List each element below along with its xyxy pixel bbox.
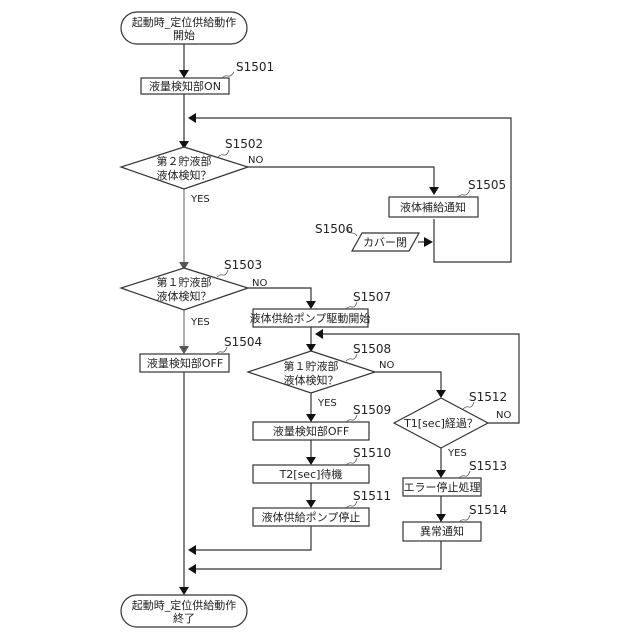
process-s1514: 異常通知 S1514 bbox=[403, 503, 507, 541]
s1502-no-label: NO bbox=[248, 155, 263, 166]
process-s1510: T2[sec]待機 S1510 bbox=[253, 446, 391, 483]
process-s1507: 液体供給ポンプ駆動開始 S1507 bbox=[250, 290, 391, 327]
s1512-step-id: S1512 bbox=[469, 390, 507, 404]
s1507-text: 液体供給ポンプ駆動開始 bbox=[250, 311, 371, 325]
s1501-step-id: S1501 bbox=[236, 60, 274, 74]
arrowhead bbox=[436, 390, 446, 398]
s1509-step-id: S1509 bbox=[353, 403, 391, 417]
arrowhead bbox=[188, 113, 196, 123]
arrowhead bbox=[306, 414, 316, 422]
s1512-text: T1[sec]経過？ bbox=[403, 417, 478, 430]
s1504-text: 液量検知部OFF bbox=[147, 356, 223, 370]
arrowhead bbox=[188, 564, 196, 574]
s1508-no-label: NO bbox=[379, 360, 394, 371]
start-terminal: 起動時_定位供給動作 開始 bbox=[121, 12, 247, 44]
s1503-line1: 第１貯液部 bbox=[157, 275, 212, 289]
arrowhead bbox=[179, 70, 189, 78]
s1511-step-id: S1511 bbox=[353, 489, 391, 503]
s1503-yes-label: YES bbox=[190, 317, 210, 328]
arrowhead bbox=[315, 329, 323, 339]
arrowhead bbox=[424, 237, 433, 247]
s1513-step-id: S1513 bbox=[469, 459, 507, 473]
s1503-no-label: NO bbox=[252, 278, 267, 289]
s1513-text: エラー停止処理 bbox=[404, 480, 481, 494]
arrowhead bbox=[306, 457, 316, 465]
decision-s1503: 第１貯液部 液体検知？ S1503 NO YES bbox=[121, 258, 267, 328]
s1508-line2: 液体検知？ bbox=[284, 373, 339, 387]
connector-s1511-end bbox=[192, 526, 311, 550]
arrowhead bbox=[436, 514, 446, 522]
end-label-line1: 起動時_定位供給動作 bbox=[132, 598, 237, 612]
s1510-step-id: S1510 bbox=[353, 446, 391, 460]
process-s1513: エラー停止処理 S1513 bbox=[403, 459, 507, 496]
process-s1501: 液量検知部ON S1501 bbox=[141, 60, 274, 94]
s1504-step-id: S1504 bbox=[224, 335, 262, 349]
decision-s1512: T1[sec]経過？ S1512 NO YES bbox=[394, 390, 511, 459]
s1502-yes-label: YES bbox=[190, 194, 210, 205]
end-label-line2: 終了 bbox=[173, 611, 195, 625]
connector-s1508-no bbox=[375, 372, 441, 392]
s1502-line2: 液体検知？ bbox=[157, 168, 212, 182]
s1503-line2: 液体検知？ bbox=[157, 289, 212, 303]
s1501-text: 液量検知部ON bbox=[149, 79, 221, 93]
s1509-text: 液量検知部OFF bbox=[273, 424, 349, 438]
s1512-yes-label: YES bbox=[447, 448, 467, 459]
arrowhead bbox=[306, 500, 316, 508]
s1505-step-id: S1505 bbox=[468, 178, 506, 192]
s1508-line1: 第１貯液部 bbox=[284, 359, 339, 373]
arrowhead bbox=[179, 346, 189, 354]
connector-s1503-no bbox=[248, 288, 311, 303]
s1514-text: 異常通知 bbox=[420, 524, 464, 538]
arrowhead bbox=[306, 301, 316, 309]
s1514-step-id: S1514 bbox=[469, 503, 507, 517]
s1510-text: T2[sec]待機 bbox=[279, 467, 343, 481]
decision-s1502: 第２貯液部 液体検知？ S1502 NO YES bbox=[121, 137, 263, 205]
s1502-line1: 第２貯液部 bbox=[157, 154, 212, 168]
s1512-no-label: NO bbox=[496, 410, 511, 421]
s1502-step-id: S1502 bbox=[225, 137, 263, 151]
s1503-step-id: S1503 bbox=[224, 258, 262, 272]
s1507-step-id: S1507 bbox=[353, 290, 391, 304]
end-terminal: 起動時_定位供給動作 終了 bbox=[121, 595, 247, 627]
io-s1506: カバー閉 S1506 bbox=[315, 222, 419, 251]
process-s1511: 液体供給ポンプ停止 S1511 bbox=[253, 489, 391, 526]
connector-s1514-end bbox=[192, 541, 441, 569]
s1508-step-id: S1508 bbox=[353, 342, 391, 356]
s1506-text: カバー閉 bbox=[363, 236, 407, 249]
connector-s1502-no bbox=[248, 167, 434, 190]
s1511-text: 液体供給ポンプ停止 bbox=[262, 510, 361, 524]
arrowhead bbox=[436, 470, 446, 478]
s1506-step-id: S1506 bbox=[315, 222, 353, 236]
arrowhead bbox=[179, 587, 189, 595]
decision-s1508: 第１貯液部 液体検知？ S1508 NO YES bbox=[248, 342, 394, 409]
process-s1505: 液体補給通知 S1505 bbox=[389, 178, 506, 217]
arrowhead bbox=[188, 545, 196, 555]
arrowhead bbox=[429, 187, 439, 195]
process-s1504: 液量検知部OFF S1504 bbox=[140, 335, 262, 372]
s1505-text: 液体補給通知 bbox=[400, 200, 466, 214]
start-label-line1: 起動時_定位供給動作 bbox=[132, 15, 237, 29]
start-label-line2: 開始 bbox=[173, 28, 195, 42]
s1508-yes-label: YES bbox=[317, 398, 337, 409]
